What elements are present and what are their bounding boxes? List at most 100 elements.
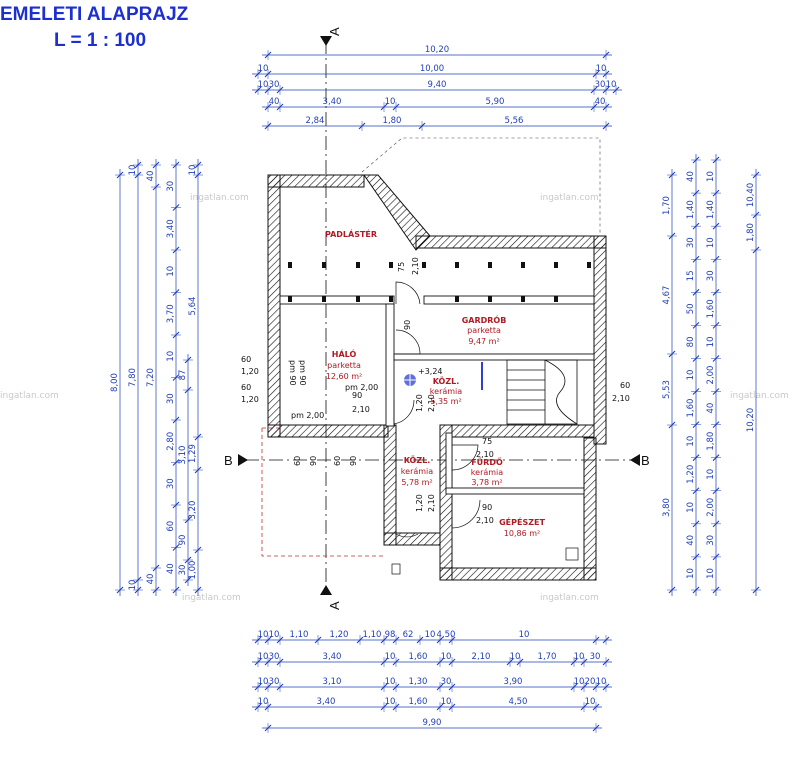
dim-left-row4-label: 10	[166, 351, 176, 362]
door-swings	[391, 281, 579, 575]
dim-right-row4-label: 10,20	[746, 408, 756, 432]
dim-bottom-row2-label: 10	[441, 652, 452, 662]
dim-top-row2-label: 10	[596, 64, 607, 74]
room-bathroom-area: 3,78 m²	[471, 478, 502, 487]
section-a-top-label: A	[327, 27, 342, 36]
dim-right-row3-label: 3,80	[662, 498, 672, 517]
dim-left-row4-label: 10	[166, 266, 176, 277]
dim-right-row1-label: 10	[686, 436, 696, 447]
door-width-2: 75	[482, 437, 492, 446]
dim-bottom-row2-label: 10	[258, 652, 269, 662]
dim-bottom-row3-label: 20	[585, 677, 596, 687]
interior-walls	[279, 295, 595, 495]
room-hall-lower-floor: kerámia	[401, 467, 433, 476]
room-bedroom-name: HÁLÓ	[332, 348, 357, 359]
door-wall-label: 75	[397, 262, 406, 272]
room-hall-lower-area: 5,78 m²	[401, 478, 432, 487]
dim-right-row1-label: 40	[686, 171, 696, 182]
window-height-2: 1,20	[241, 395, 259, 404]
dim-left-row6-label: 3,10	[178, 446, 188, 465]
exterior-walls	[267, 174, 607, 581]
dim-bottom-row3-label: 3,10	[323, 677, 342, 687]
dim-bottom-row4-label: 10	[441, 697, 452, 707]
room-bathroom-name: FÜRDŐ	[471, 457, 503, 467]
dim-right-row1-label: 1,40	[686, 200, 696, 219]
dim-bottom-row2-label: 10	[574, 652, 585, 662]
dim-right-row4-label: 1,80	[746, 223, 756, 242]
dim-left-row4-label: 3,40	[166, 219, 176, 238]
dim-right-row1-label: 40	[686, 535, 696, 546]
room-hall-upper-floor: kerámia	[430, 387, 462, 396]
dim-right-row1-label: 30	[686, 237, 696, 248]
dim-right-row1-label: 15	[686, 270, 696, 281]
dim-right-row1-label: 1,20	[686, 465, 696, 484]
section-a-bottom-label: A	[327, 601, 342, 610]
dim-right-row2-label: 2,00	[706, 366, 716, 385]
dim-right-row3-label: 4,67	[662, 286, 672, 305]
watermark-6: ingatlan.com	[540, 593, 599, 603]
dim-bottom-row3-label: 3,90	[504, 677, 523, 687]
dim-left-row3-label: 7,20	[146, 368, 156, 387]
dim-bottom-row2-label: 30	[269, 652, 280, 662]
room-hall-upper-name: KÖZL.	[433, 376, 460, 386]
section-b-left-label: B	[224, 453, 233, 468]
drawing-scale: L = 1 : 100	[54, 30, 147, 51]
dim-left-row5-label: 1,00	[188, 561, 198, 580]
room-utility: GÉPÉSZET 10,86 m²	[499, 516, 545, 538]
window-sill-vert-1: pm 90	[298, 360, 307, 386]
dim-right-row1-label: 80	[686, 337, 696, 348]
dim-top-row5-label: 5,56	[505, 116, 524, 126]
window-width-3: 60	[620, 381, 630, 390]
dim-bottom-row2-label: 3,40	[323, 652, 342, 662]
dim-bottom-row1-label: 10	[258, 630, 269, 640]
dim-left-row4-label: 2,80	[166, 432, 176, 451]
door-height-5: 2,10	[427, 394, 436, 412]
opening-90-1: 90	[309, 456, 318, 466]
room-hall-lower: KÖZL. kerámia 5,78 m²	[401, 455, 433, 487]
door-height-2: 2,10	[476, 450, 494, 459]
dim-top-row2-label: 10	[258, 64, 269, 74]
dim-bottom-row1-label: 62	[403, 630, 414, 640]
watermark-1: ingatlan.com	[190, 193, 249, 203]
dim-right-row2-label: 10	[706, 237, 716, 248]
dim-left-row4-label: 3,70	[166, 304, 176, 323]
dim-left-row6-label: 87	[178, 370, 188, 381]
dim-top-row4-label: 40	[595, 97, 606, 107]
dim-bottom-row2-label: 30	[590, 652, 601, 662]
dim-right-row3-label: 5,53	[662, 380, 672, 399]
door-height-6: 2,10	[427, 494, 436, 512]
dim-bottom-row2-label: 10	[385, 652, 396, 662]
opening-90-2: 90	[349, 456, 358, 466]
dashed-outline-roof	[361, 137, 601, 236]
dim-left-row5-label: 5,64	[188, 297, 198, 316]
room-bathroom-floor: kerámia	[471, 468, 503, 477]
dim-left-overall-label: 8,00	[110, 373, 120, 392]
dim-left-row2-label: 10	[128, 165, 138, 176]
watermark-2: ingatlan.com	[540, 193, 599, 203]
dim-top-overall-label: 10,20	[425, 45, 449, 55]
dim-right-row2-label: 1,40	[706, 200, 716, 219]
dim-right-row1-label: 10	[686, 568, 696, 579]
dim-right-row3-label: 1,70	[662, 196, 672, 215]
dim-right-row2-label: 30	[706, 270, 716, 281]
room-wardrobe-floor: parketta	[467, 326, 501, 335]
dim-bottom-row1-label: 4,50	[437, 630, 456, 640]
dim-right-row2-label: 10	[706, 171, 716, 182]
dim-bottom-row4-label: 10	[585, 697, 596, 707]
dim-bottom-row3-label: 30	[269, 677, 280, 687]
door-opening-1: 1,20	[415, 394, 424, 412]
dim-bottom-row1-label: 10	[519, 630, 530, 640]
room-utility-area: 10,86 m²	[504, 529, 540, 538]
dim-right-row2-label: 2,00	[706, 498, 716, 517]
dim-left-row3-label: 40	[146, 574, 156, 585]
dim-left-row2-label: 7,80	[128, 368, 138, 387]
room-attic: PADLÁSTÉR	[325, 228, 377, 239]
room-bedroom-area: 12,60 m²	[326, 372, 362, 381]
window-sill-2: pm 2,00	[345, 383, 378, 392]
dim-bottom-row3-label: 30	[441, 677, 452, 687]
room-bedroom-floor: parketta	[327, 361, 361, 370]
door-height-1: 2,10	[352, 405, 370, 414]
staircase	[481, 359, 578, 425]
dim-bottom-row3-label: 10	[574, 677, 585, 687]
